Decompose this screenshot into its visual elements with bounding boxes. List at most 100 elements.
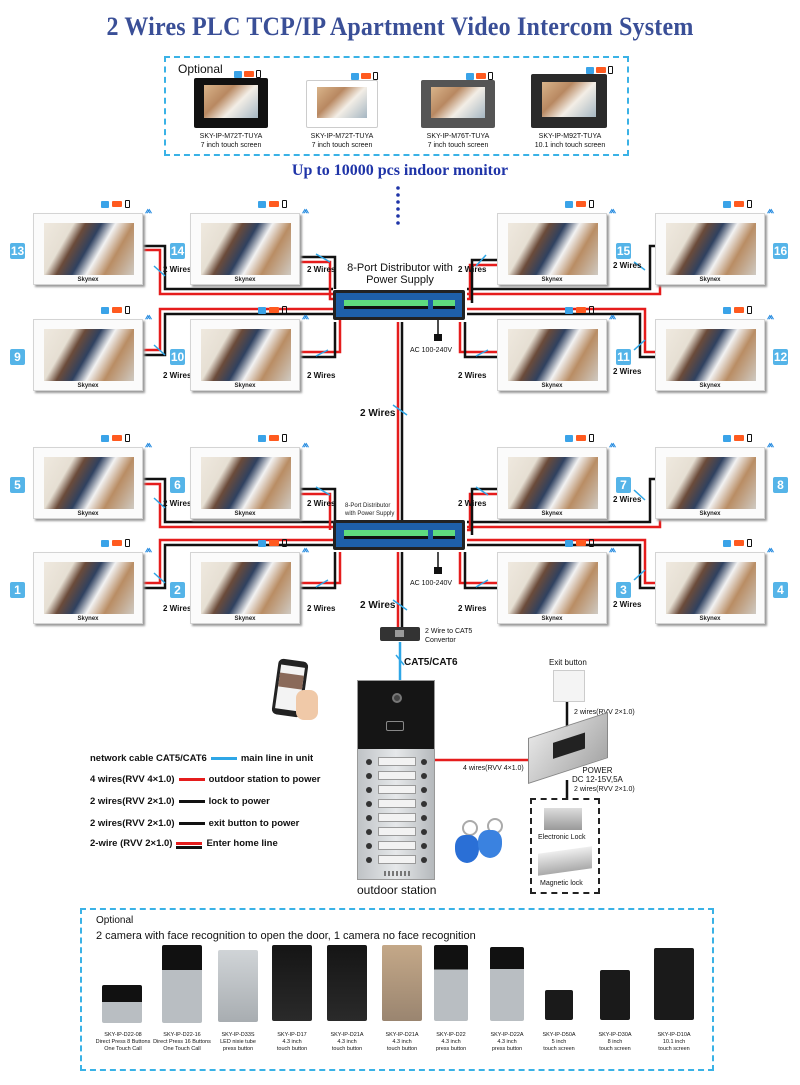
screw-icon [421,843,427,849]
phone-icon [373,72,378,80]
wire-label: 2 Wires [458,499,487,508]
tuya-icon [576,307,586,313]
indoor-monitor: Skynex [190,319,300,391]
smart-home-icon [565,306,573,314]
monitor-brand: Skynex [541,277,563,283]
indoor-monitor: Skynex [33,319,143,391]
tuya-icon [734,201,744,207]
monitor-screen [201,562,291,614]
smart-home-icon [351,72,359,80]
indoor-monitor: Skynex [190,213,300,285]
wifi-icon: ⩕ [145,205,153,215]
legend-description: outdoor station to power [208,774,321,785]
monitor-number-badge: 7 [616,477,631,493]
indoor-monitor: Skynex [497,552,607,624]
tuya-icon [576,435,586,441]
wire [470,487,497,535]
wifi-icon: ⩕ [145,311,153,321]
wire-label: 2 Wires [458,604,487,613]
smart-home-icon [234,70,242,78]
wire [143,538,333,585]
tuya-icon [576,540,586,546]
monitor-number-badge: 15 [616,243,631,259]
smart-home-icon [565,434,573,442]
legend-row: 2-wire (RVV 2×1.0)Enter home line [90,838,278,849]
wire [463,322,497,359]
wire [467,492,497,532]
app-icons [258,200,287,208]
smart-home-icon [723,539,731,547]
cat5-convertor [380,627,420,641]
wifi-icon: ⩕ [145,439,153,449]
monitor-number-badge: 8 [773,477,788,493]
phone-icon [125,434,130,442]
monitor-screen [44,562,134,614]
tuya-icon [596,67,606,73]
wire [463,552,497,590]
outdoor-panel-2 [162,945,202,1023]
smart-home-icon [565,539,573,547]
monitor-screen [666,562,756,614]
wire-label: 2 Wires [163,604,192,613]
indoor-monitor: Skynex [33,552,143,624]
screw-icon [366,857,372,863]
wifi-icon: ⩕ [767,544,775,554]
tuya-icon [734,540,744,546]
outdoor-panel-10 [600,970,630,1020]
wifi-icon: ⩕ [302,205,310,215]
electronic-lock-label: Electronic Lock [538,834,586,841]
phone-icon [125,539,130,547]
smart-home-icon [466,72,474,80]
wire-label: 2 Wires [307,265,336,274]
monitor-brand: Skynex [699,616,721,622]
indoor-monitor: Skynex [497,319,607,391]
wire [143,312,333,357]
monitor-brand: Skynex [77,511,99,517]
wire [300,255,337,289]
call-button [378,813,416,822]
indoor-monitor: Skynex [190,552,300,624]
monitor-brand: Skynex [234,277,256,283]
monitor-number-badge: 13 [10,243,25,259]
wire [143,244,333,291]
screw-icon [366,815,372,821]
phone-icon [125,200,130,208]
monitor-brand: Skynex [541,383,563,389]
outdoor-station-label: outdoor station [357,883,437,897]
smart-home-icon [565,200,573,208]
monitor-number-badge: 4 [773,582,788,598]
optional-monitor-1 [194,78,268,128]
smart-home-icon [723,434,731,442]
wifi-icon: ⩕ [145,544,153,554]
app-icons [466,72,493,80]
call-button [378,757,416,766]
tuya-icon [112,307,122,313]
monitor-number-badge: 9 [10,349,25,365]
phone-icon [282,200,287,208]
distributor-lower [333,520,465,550]
phone-icon [747,539,752,547]
wire-label: 2 Wires [458,265,487,274]
wire [143,543,333,590]
screw-icon [421,759,427,765]
phone-icon [256,70,261,78]
tuya-icon [576,201,586,207]
screw-icon [366,801,372,807]
wire-label: 2 Wires [163,265,192,274]
monitor-screen [201,223,291,275]
wire [300,260,333,301]
monitor-number-badge: 11 [616,349,631,365]
phone-icon [747,200,752,208]
smart-home-icon [258,539,266,547]
wifi-icon: ⩕ [767,205,775,215]
diagram-title: 2 Wires PLC TCP/IP Apartment Video Inter… [106,12,694,42]
optional-outdoor-box: Optional 2 camera with face recognition … [80,908,714,1071]
outdoor-panel-1 [102,985,142,1023]
legend-description: exit button to power [208,818,300,829]
